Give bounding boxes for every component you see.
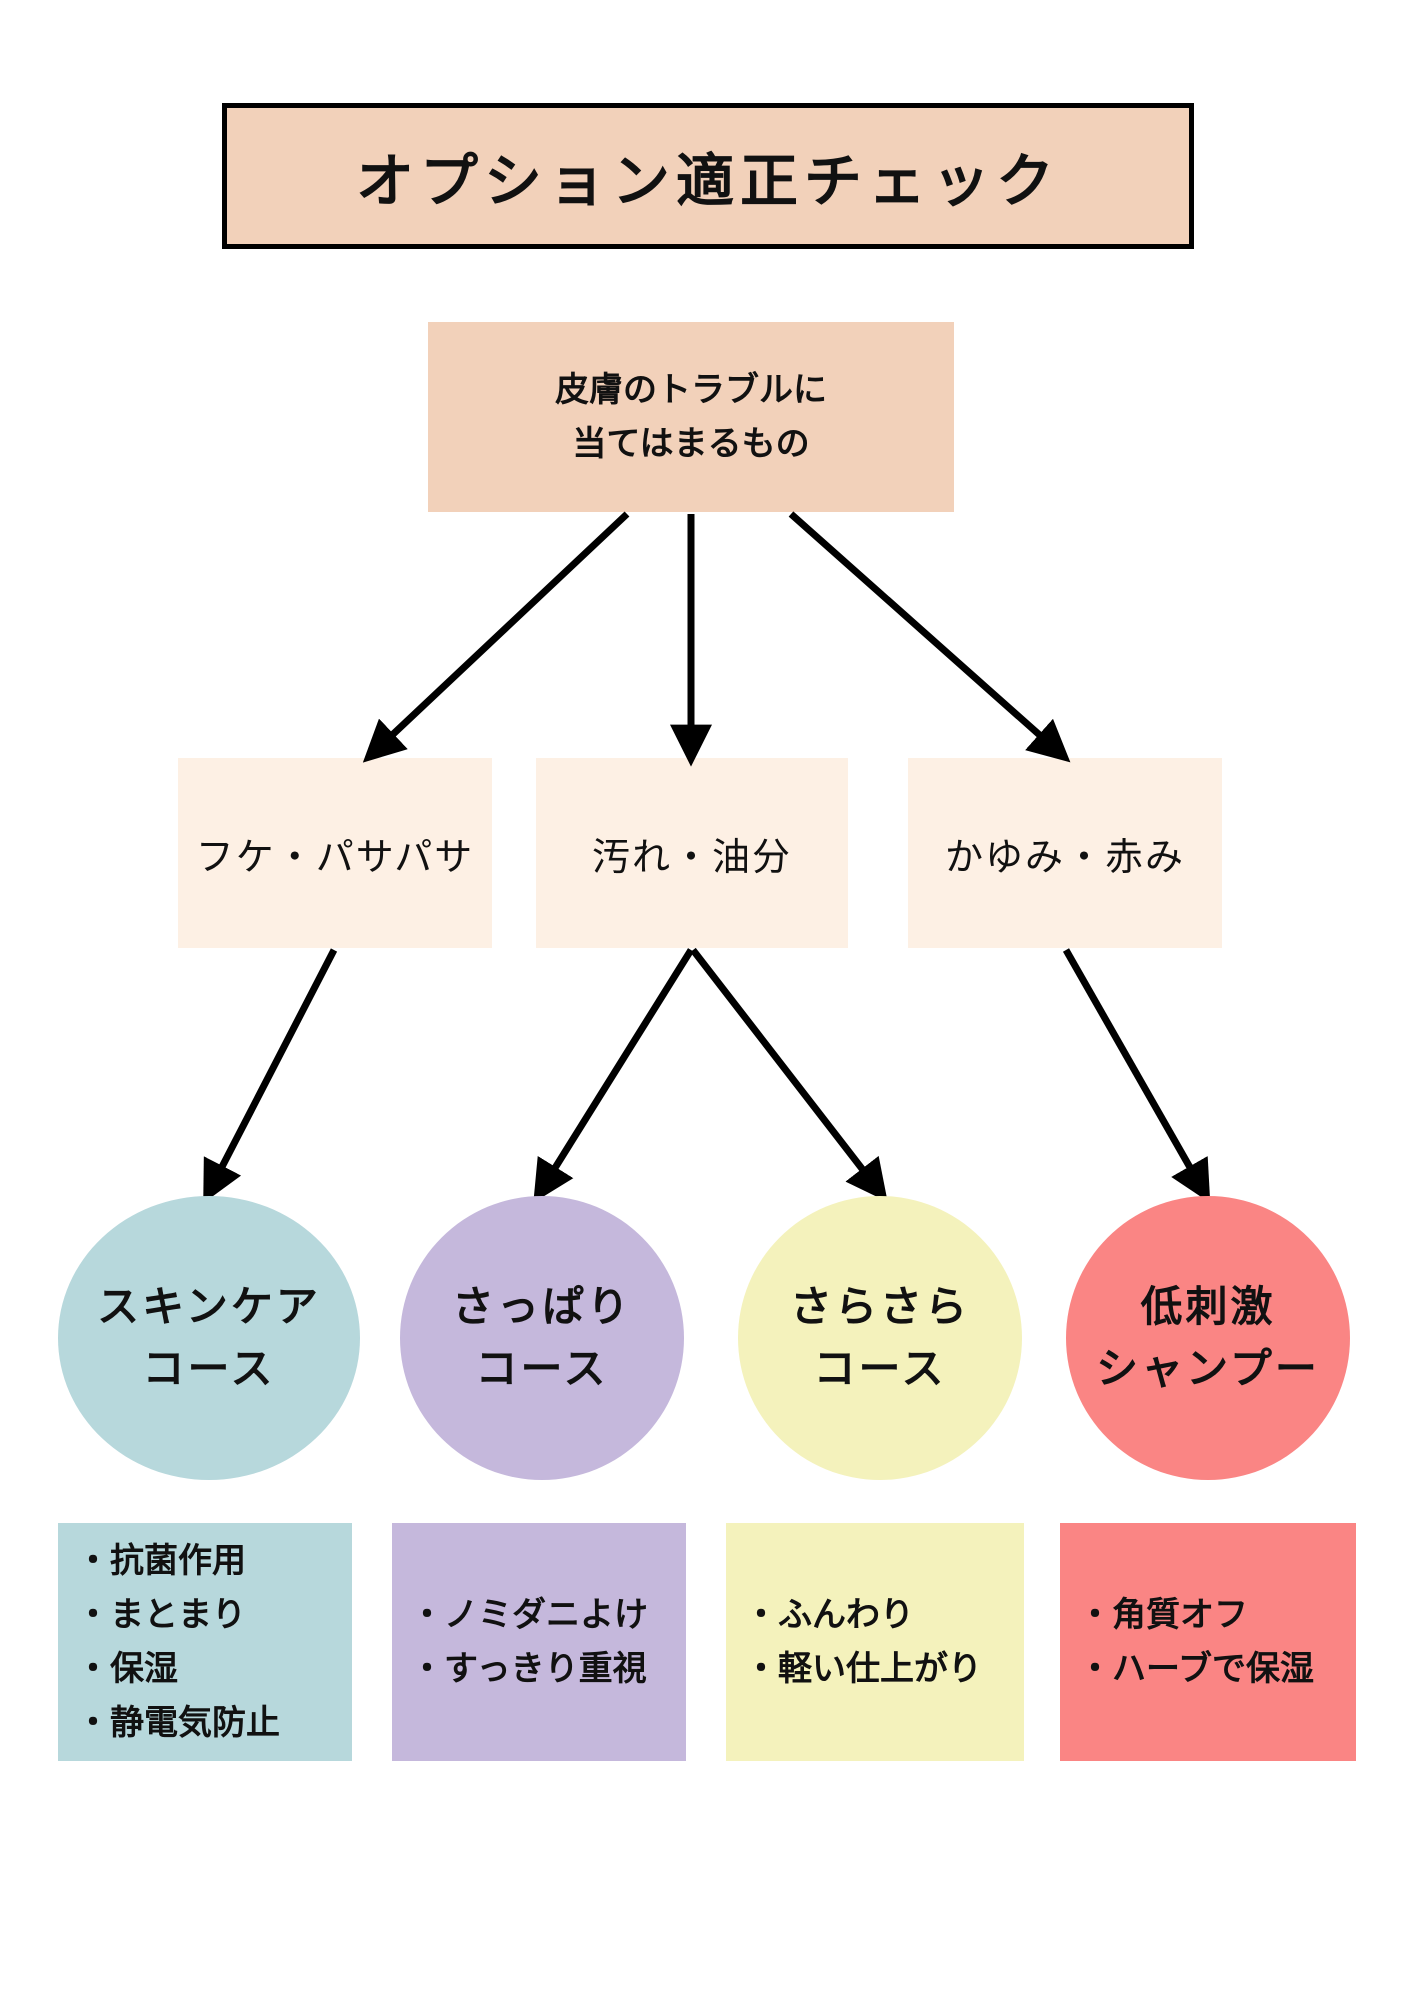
feature-item: ・保湿	[76, 1649, 178, 1689]
feature-item: ・すっきり重視	[410, 1649, 647, 1689]
course-skincare-type: コース	[142, 1344, 276, 1393]
feature-item: ・ふんわり	[744, 1595, 914, 1635]
feature-item: ・まとまり	[76, 1595, 246, 1635]
arrow-dirt-to-sarasara	[690, 947, 888, 1202]
root-question-line1: 皮膚のトラブルに	[555, 370, 827, 410]
arrow-dirt-to-sappari	[533, 948, 694, 1203]
course-sappari-type: コース	[475, 1344, 609, 1393]
arrow-dandruff-to-skincare	[203, 948, 338, 1204]
feature-item: ・軽い仕上がり	[744, 1649, 982, 1689]
symptom-box-itch: かゆみ・赤み	[908, 758, 1222, 948]
course-circle-lowirritant: 低刺激 シャンプー	[1066, 1196, 1350, 1480]
course-circle-sarasara: さらさら コース	[738, 1196, 1022, 1480]
course-sappari-name: さっぱり	[451, 1282, 632, 1331]
course-skincare-name: スキンケア	[97, 1282, 321, 1331]
symptom-box-dandruff: フケ・パサパサ	[178, 758, 492, 948]
course-lowirritant-name: 低刺激	[1140, 1282, 1276, 1331]
arrow-root-to-dandruff	[362, 511, 630, 763]
feature-item: ・ノミダニよけ	[410, 1595, 648, 1635]
feature-item: ・角質オフ	[1078, 1595, 1248, 1635]
feature-box-lowirritant: ・角質オフ ・ハーブで保湿	[1060, 1523, 1356, 1761]
course-sarasara-type: コース	[813, 1344, 947, 1393]
course-circle-skincare: スキンケア コース	[58, 1196, 360, 1480]
root-question-box: 皮膚のトラブルに 当てはまるもの	[428, 322, 954, 512]
feature-item: ・静電気防止	[76, 1703, 280, 1743]
feature-box-sappari: ・ノミダニよけ ・すっきり重視	[392, 1523, 686, 1761]
arrow-itch-to-lowirritant	[1062, 948, 1211, 1203]
symptom-box-dirt: 汚れ・油分	[536, 758, 848, 948]
root-question-line2: 当てはまるもの	[572, 424, 810, 464]
feature-item: ・抗菌作用	[76, 1541, 246, 1581]
course-circle-sappari: さっぱり コース	[400, 1196, 684, 1480]
course-lowirritant-type: シャンプー	[1096, 1344, 1320, 1393]
page-title: オプション適正チェック	[222, 103, 1194, 249]
course-sarasara-name: さらさら	[789, 1282, 970, 1331]
arrow-root-to-itch	[788, 511, 1071, 763]
feature-box-sarasara: ・ふんわり ・軽い仕上がり	[726, 1523, 1024, 1761]
feature-box-skincare: ・抗菌作用 ・まとまり ・保湿 ・静電気防止	[58, 1523, 352, 1761]
feature-item: ・ハーブで保湿	[1078, 1649, 1314, 1689]
